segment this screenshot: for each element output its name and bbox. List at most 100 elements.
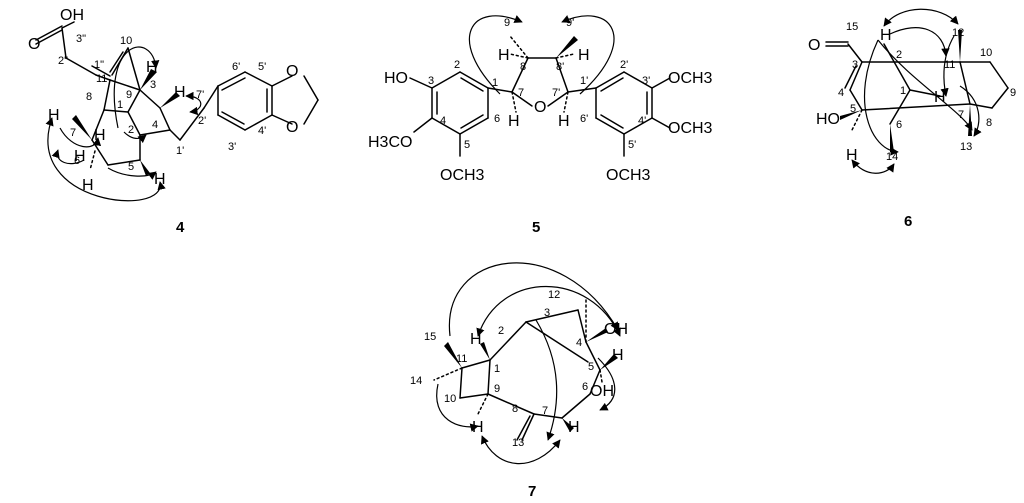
noe-arrow xyxy=(535,319,558,441)
wedge-bond xyxy=(562,418,574,432)
bond xyxy=(431,71,461,89)
bond xyxy=(159,107,171,131)
bond xyxy=(487,87,513,93)
bond xyxy=(221,111,245,125)
compound-5-structure xyxy=(409,35,671,157)
atom-label: H xyxy=(880,27,892,44)
compound-4-arrows xyxy=(45,46,202,202)
atom-label: H xyxy=(934,89,946,106)
locant: 4 xyxy=(440,115,446,127)
locant: 5 xyxy=(850,103,856,115)
locant: 6 xyxy=(582,381,588,393)
bond xyxy=(179,107,205,141)
compound-label-6: 6 xyxy=(904,213,912,230)
atom-label: O xyxy=(534,99,546,116)
atom-label: H xyxy=(578,47,590,64)
bond xyxy=(35,29,63,45)
atom-label: O xyxy=(286,119,298,136)
locant: 8 xyxy=(512,403,518,415)
bond xyxy=(107,159,141,166)
bond xyxy=(244,114,273,131)
locant: 1' xyxy=(580,75,588,87)
noe-arrow xyxy=(51,149,85,165)
noe-arrow xyxy=(123,131,147,144)
bond xyxy=(271,114,293,125)
bond xyxy=(303,75,319,101)
bond xyxy=(35,25,63,41)
compound-5-atoms: HO H3CO OCH3 O H H H H OCH3 OCH3 OCH3 9 … xyxy=(368,17,713,184)
locant: 8 xyxy=(986,117,992,129)
bond xyxy=(991,87,1009,109)
locant: 1 xyxy=(494,363,500,375)
bond xyxy=(127,47,141,91)
locant: 1 xyxy=(900,85,906,97)
bond xyxy=(459,393,489,399)
atom-label: OCH3 xyxy=(668,70,713,87)
noe-arrow xyxy=(940,35,955,97)
bond xyxy=(409,77,433,89)
atom-label: H xyxy=(498,47,510,64)
bond xyxy=(623,117,653,135)
bond xyxy=(547,91,569,107)
bond xyxy=(303,99,319,125)
locant: 5 xyxy=(588,361,594,373)
atom-label: H xyxy=(508,113,520,130)
locant: 2 xyxy=(896,49,902,61)
locant: 11 xyxy=(944,59,955,71)
locant: 2 xyxy=(128,124,134,136)
bond xyxy=(525,309,579,323)
atom-label: H xyxy=(82,177,94,194)
atom-label: H xyxy=(174,84,186,101)
hash-bond xyxy=(89,150,96,171)
locant: 7 xyxy=(70,127,76,139)
noe-arrow xyxy=(597,357,616,411)
wedge-bond xyxy=(968,104,972,136)
wedge-bond xyxy=(160,92,180,108)
atom-label: O xyxy=(28,36,40,53)
atom-label: HO xyxy=(816,111,840,128)
noe-arrow xyxy=(45,117,166,202)
locant: 12 xyxy=(548,289,560,301)
bond xyxy=(221,77,246,91)
bond xyxy=(103,109,129,113)
locant: 13 xyxy=(512,437,524,449)
bond xyxy=(61,21,75,29)
locant: 4 xyxy=(152,119,158,131)
compound-7-atoms: OH OH H H H H 12 3 2 15 4 11 1 5 14 9 6 … xyxy=(410,289,628,449)
noe-arrow xyxy=(448,262,619,337)
atom-label: H xyxy=(472,419,484,436)
atom-label: H xyxy=(154,171,166,188)
locant: 7' xyxy=(552,87,560,99)
noe-arrow xyxy=(883,8,959,27)
compound-label-7: 7 xyxy=(528,483,536,500)
locant: 9 xyxy=(126,89,132,101)
bond xyxy=(561,393,591,419)
atom-label: O xyxy=(286,63,298,80)
noe-arrow xyxy=(889,27,950,57)
locant: 14 xyxy=(886,151,898,163)
noe-arrow xyxy=(877,39,973,131)
noe-arrow xyxy=(476,285,621,337)
locant: 6' xyxy=(580,113,588,125)
atom-label: HO xyxy=(384,70,408,87)
atom-label: H xyxy=(48,107,60,124)
hash-bond xyxy=(563,91,569,113)
bond xyxy=(969,103,993,109)
bond xyxy=(413,117,433,133)
locant: 3 xyxy=(852,59,858,71)
locant: 13 xyxy=(960,141,972,153)
atom-label: H xyxy=(146,59,158,76)
locant: 6' xyxy=(232,61,240,73)
atom-label: H xyxy=(846,147,858,164)
noe-arrow xyxy=(864,39,899,156)
locant: 10 xyxy=(980,47,992,59)
locant: 7 xyxy=(542,405,548,417)
compound-5-arrows xyxy=(469,15,615,95)
bond xyxy=(244,71,273,87)
locant: 3 xyxy=(428,75,434,87)
atom-label: H xyxy=(470,331,482,348)
atom-label: H xyxy=(568,419,580,436)
bond xyxy=(459,71,489,89)
bond xyxy=(169,129,181,141)
